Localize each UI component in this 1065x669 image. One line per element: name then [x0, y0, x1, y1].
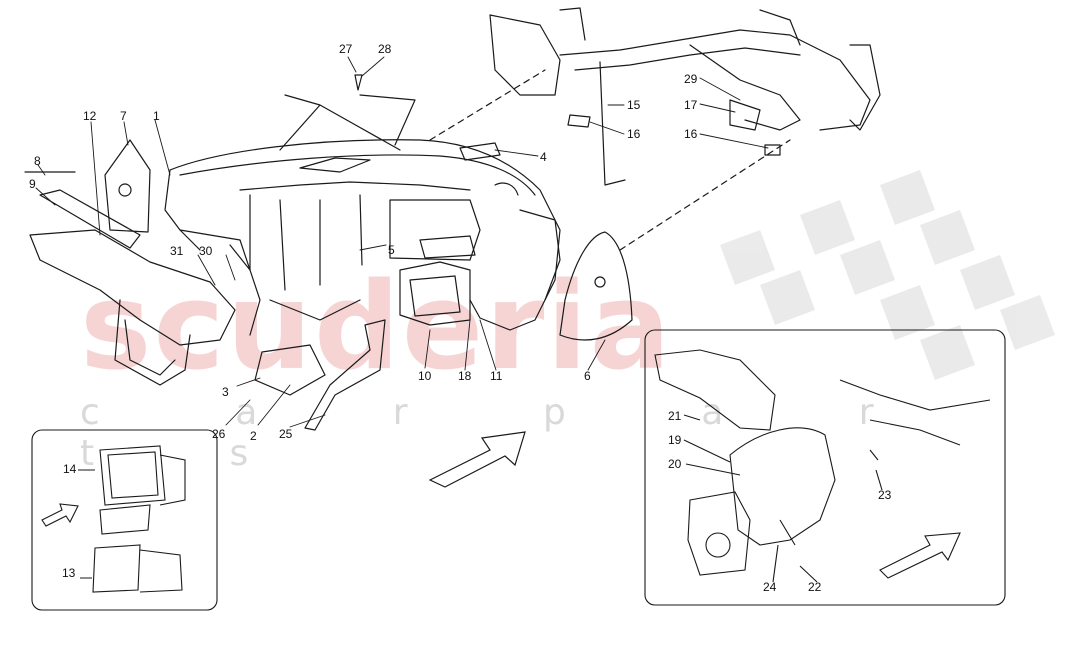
- screw-fastener: [354, 74, 363, 91]
- callout-14: 14: [63, 462, 77, 476]
- callout-18: 18: [458, 369, 472, 383]
- callout-23: 23: [878, 488, 892, 502]
- side-panel-right: [559, 231, 633, 341]
- callout-8: 8: [34, 154, 41, 168]
- callout-7: 7: [120, 109, 127, 123]
- callout-16b: 16: [684, 127, 698, 141]
- view-arrow-main: [428, 431, 526, 488]
- callout-29: 29: [684, 72, 698, 86]
- callout-21: 21: [668, 409, 682, 423]
- callout-leaders: [35, 56, 769, 428]
- callout-3: 3: [222, 385, 229, 399]
- cross-car-beam: [489, 7, 881, 186]
- checkered-flag-watermark: [720, 170, 1055, 380]
- dashed-connector-lines: [429, 69, 791, 251]
- top-reference-lines: [279, 94, 416, 151]
- callout-16a: 16: [627, 127, 641, 141]
- callout-30: 30: [199, 244, 213, 258]
- dashboard-panel: [164, 139, 561, 336]
- callout-17: 17: [684, 98, 698, 112]
- callout-9: 9: [29, 177, 36, 191]
- watermark-subtext: c a r p a r t s: [80, 392, 936, 474]
- console-bracket: [254, 344, 326, 396]
- callout-27: 27: [339, 42, 353, 56]
- callout-1: 1: [153, 109, 160, 123]
- callout-13: 13: [62, 566, 76, 580]
- center-console: [29, 229, 236, 386]
- inset-right: [644, 329, 1006, 606]
- callout-19: 19: [668, 433, 682, 447]
- callout-24: 24: [763, 580, 777, 594]
- callout-2: 2: [250, 429, 257, 443]
- side-panel-left: [104, 139, 151, 233]
- clip-plate: [459, 142, 501, 161]
- callout-11: 11: [490, 369, 503, 383]
- pedal-bracket: [304, 319, 386, 431]
- callout-6: 6: [584, 369, 591, 383]
- callout-12: 12: [83, 109, 97, 123]
- inset-left: [31, 429, 218, 611]
- callout-25: 25: [279, 427, 293, 441]
- callout-20: 20: [668, 457, 682, 471]
- callout-28: 28: [378, 42, 392, 56]
- callout-31: 31: [170, 244, 184, 258]
- callout-22: 22: [808, 580, 822, 594]
- callout-4: 4: [540, 150, 547, 164]
- callout-5: 5: [388, 243, 395, 257]
- trim-strip: [39, 189, 141, 249]
- callout-10: 10: [418, 369, 432, 383]
- callout-15: 15: [627, 98, 641, 112]
- callout-26: 26: [212, 427, 226, 441]
